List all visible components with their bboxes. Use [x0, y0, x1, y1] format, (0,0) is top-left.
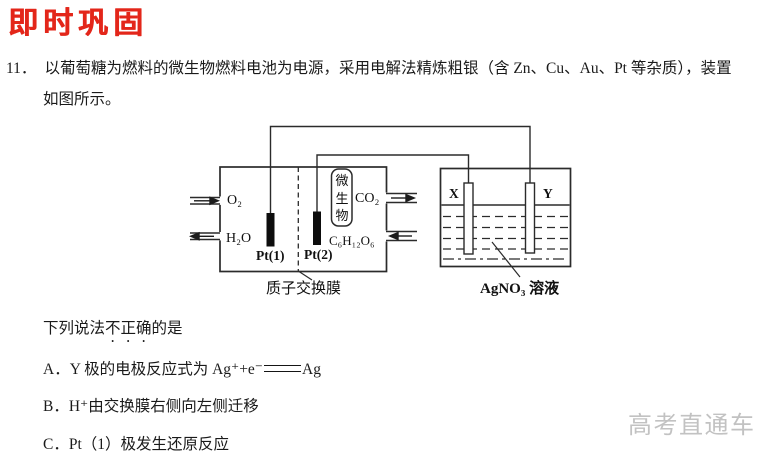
co2-outflow-arrow [391, 193, 417, 203]
option-a-product: Ag [302, 361, 321, 378]
o2-inflow-arrow [194, 196, 221, 206]
pt2-label: Pt(2) [304, 247, 333, 262]
solution-label: AgNO₃ 溶液 [480, 281, 560, 297]
question-line-2: 如图所示。 [43, 91, 121, 108]
stem-prefix: 下列说法 [43, 320, 106, 337]
question-stem: 下列说法不正确的是 [43, 318, 183, 346]
question-number: 11． [6, 60, 37, 77]
fuel-cell-box [219, 166, 388, 273]
gas-tubes [190, 192, 417, 242]
wire-pt1-to-y [269, 125, 531, 213]
stem-emphasized: 不正确 [105, 320, 152, 337]
wire-pt2-to-x [316, 154, 470, 212]
co2-label: CO₂ [355, 191, 380, 206]
x-electrode-bar [463, 182, 474, 255]
watermark: 高考直通车 [628, 413, 756, 439]
microbe-capsule [330, 168, 353, 227]
y-electrode-label: Y [543, 186, 553, 201]
solution-lines [441, 204, 570, 260]
h2o-outflow-arrow [188, 231, 214, 241]
option-a: A．Y 极的电极反应式为 Ag⁺+e⁻ Ag [43, 360, 321, 380]
option-a-text: A．Y 极的电极反应式为 Ag⁺+e⁻ [43, 361, 263, 378]
option-c: C．Pt（1）极发生还原反应 [43, 436, 230, 453]
logo: 即时巩固 [8, 6, 148, 41]
solution-pointer-line [491, 241, 521, 278]
membrane-label: 质子交换膜 [266, 281, 342, 297]
question-line-1: 11． 以葡萄糖为燃料的微生物燃料电池为电源，采用电解法精炼粗银（含 Zn、Cu、… [6, 59, 766, 79]
microbe-label: 微生物 [335, 173, 349, 223]
pt2-electrode [313, 211, 321, 245]
y-electrode-bar [524, 182, 536, 254]
stem-suffix: 的是 [151, 320, 183, 337]
h2o-label: H₂O [226, 231, 252, 246]
pt1-label: Pt(1) [256, 248, 285, 263]
glucose-inflow-arrow [387, 231, 412, 241]
double-bond-equals [264, 364, 301, 372]
electrolysis-cell-box [439, 167, 572, 268]
question-text: 以葡萄糖为燃料的微生物燃料电池为电源，采用电解法精炼粗银（含 Zn、Cu、Au、… [44, 60, 732, 77]
option-b: B．H⁺由交换膜右侧向左侧迁移 [43, 398, 259, 415]
o2-label: O₂ [227, 193, 242, 208]
x-electrode-label: X [449, 186, 459, 201]
glucose-label: C₆H₁₂O₆ [329, 233, 375, 248]
membrane-pointer-line [298, 270, 313, 281]
pt1-electrode [266, 213, 275, 247]
